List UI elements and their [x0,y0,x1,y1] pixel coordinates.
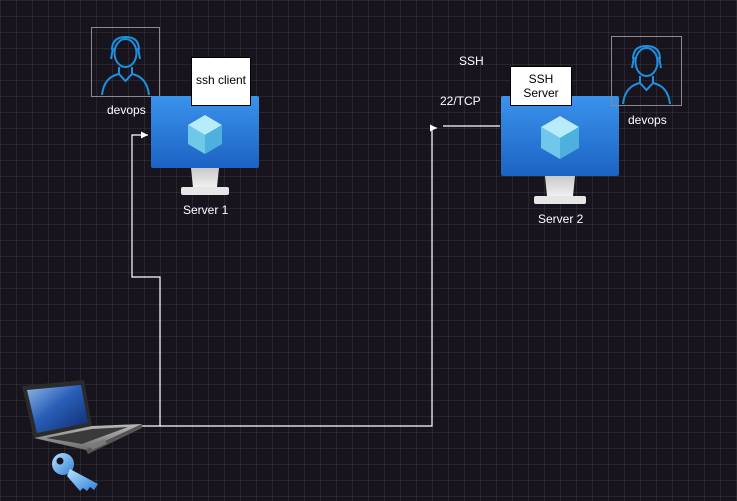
ssh-server-box[interactable]: SSH Server [510,66,572,106]
port-label: 22/TCP [440,94,481,108]
connector-laptop-to-server1 [131,131,161,427]
user-right[interactable] [611,36,682,106]
connector-laptop-to-server2 [160,124,437,427]
monitor-cube-icon [501,96,619,204]
user-right-label: devops [628,113,667,127]
monitor-cube-icon [151,96,259,195]
server1-node[interactable] [151,96,259,196]
server1-label: Server 1 [183,203,229,217]
key-icon [52,453,98,491]
ssh-client-box[interactable]: ssh client [191,57,251,106]
user-icon [101,35,150,96]
laptop-icon [22,380,142,454]
laptop-node[interactable] [20,380,144,495]
user-left-label: devops [107,103,146,117]
server2-node[interactable] [501,96,619,204]
user-left[interactable] [91,27,160,97]
ssh-label: SSH [459,54,484,68]
user-icon [622,44,671,105]
server2-label: Server 2 [538,212,584,226]
